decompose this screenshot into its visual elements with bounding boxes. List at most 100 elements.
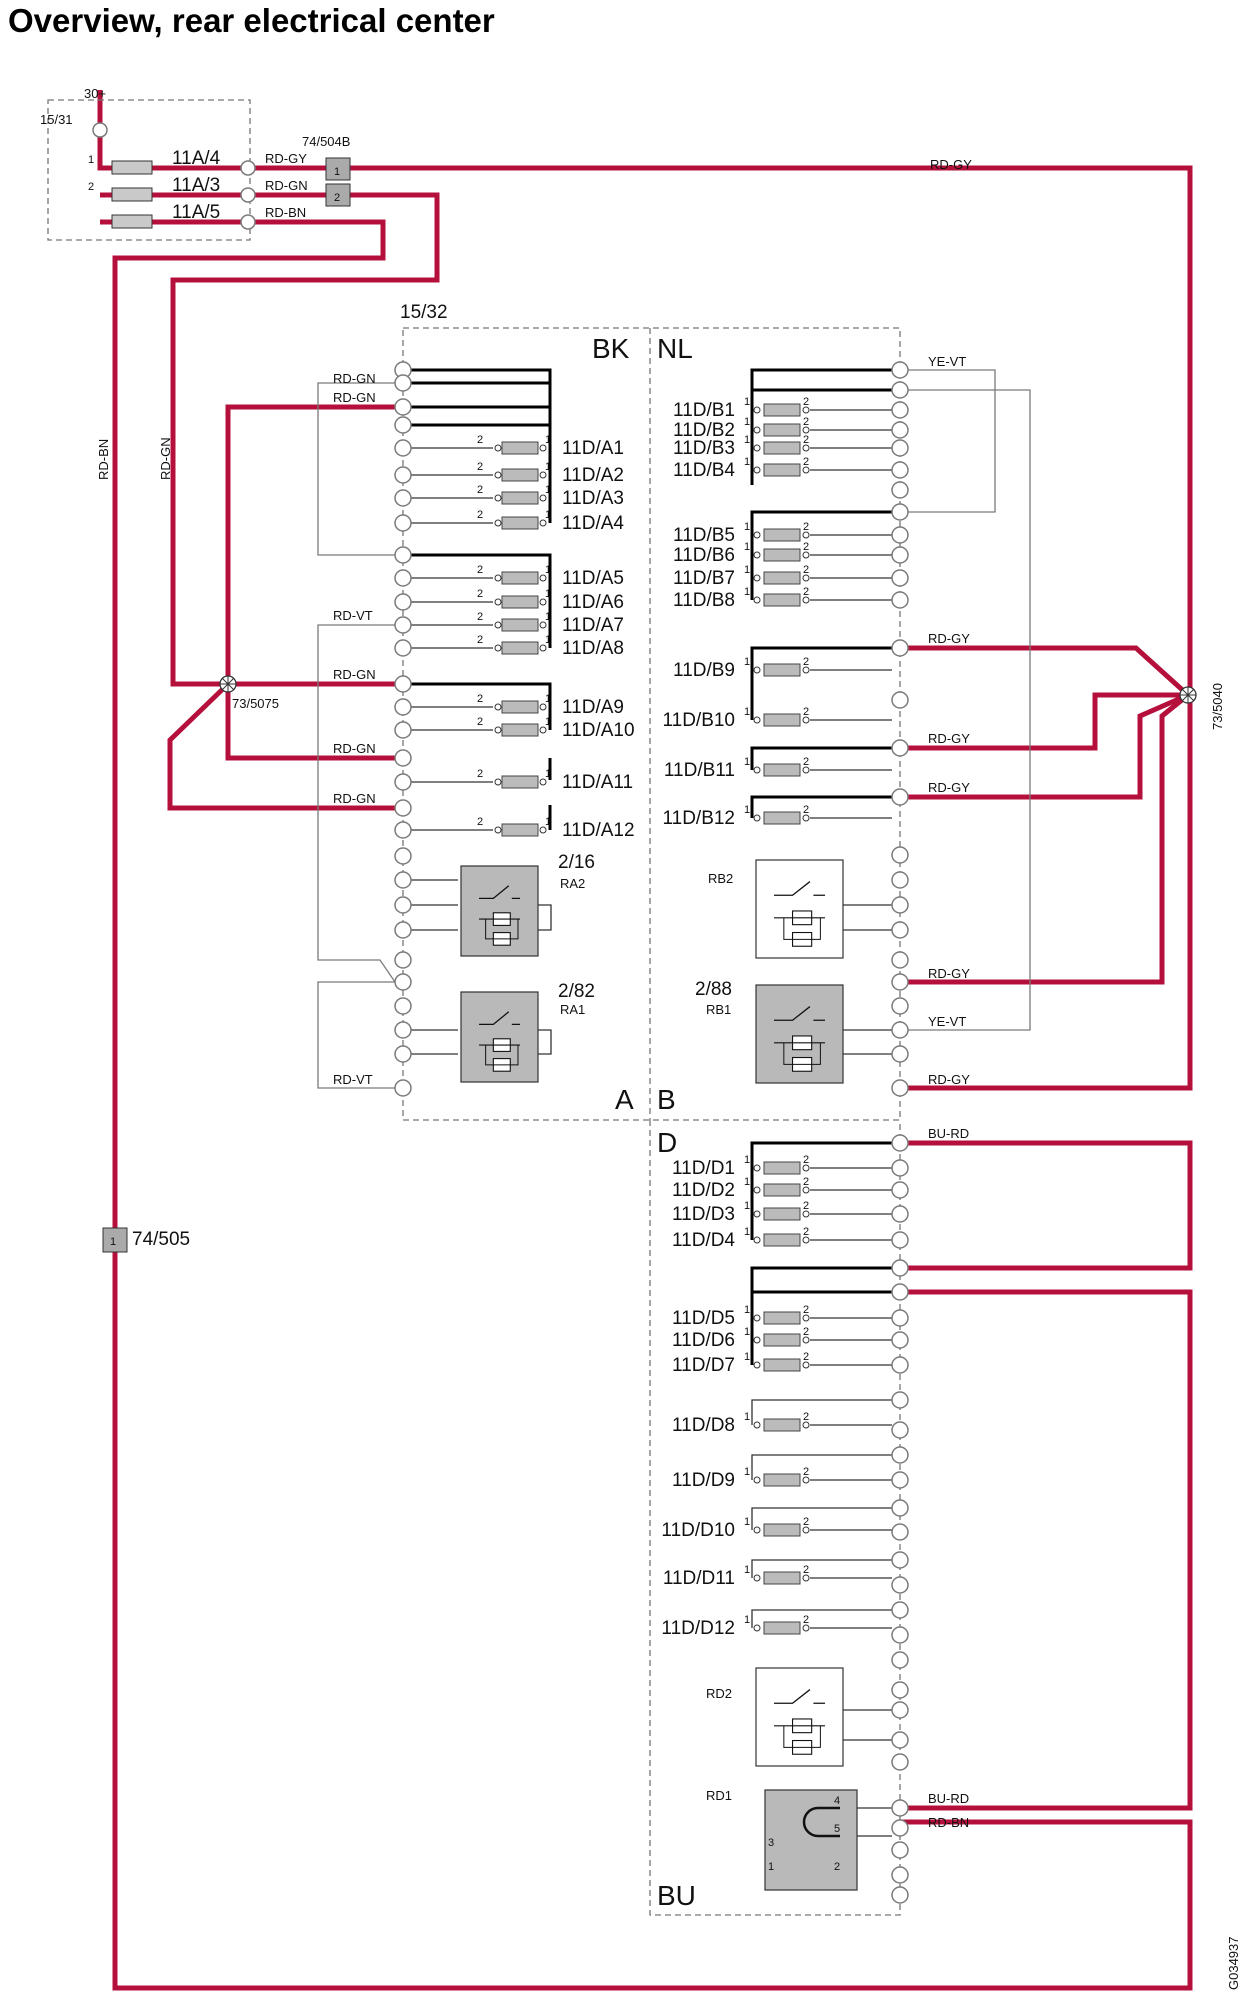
terminal xyxy=(891,1079,909,1097)
fuse-terminal xyxy=(753,1164,761,1172)
fuse-terminal xyxy=(802,1336,810,1344)
terminal xyxy=(891,591,909,609)
pin-number: 1 xyxy=(545,768,551,780)
fuse-terminal xyxy=(802,406,810,414)
fuse-label: 11D/D10 xyxy=(661,1520,735,1541)
bus-b xyxy=(750,746,892,770)
pin-number: 2 xyxy=(803,1326,809,1338)
terminal xyxy=(891,401,909,419)
terminal xyxy=(891,639,909,657)
pin-number: 1 xyxy=(545,509,551,521)
terminal xyxy=(891,1551,909,1569)
terminal xyxy=(394,466,412,484)
bus-a xyxy=(411,682,552,730)
relay-loop xyxy=(485,1045,519,1066)
page-title: Overview, rear electrical center xyxy=(8,2,495,39)
fuse-terminal xyxy=(494,644,502,652)
fuse-terminal xyxy=(802,574,810,582)
terminal xyxy=(891,1886,909,1904)
terminal xyxy=(394,821,412,839)
fuse-terminal xyxy=(802,1476,810,1484)
relay-switch xyxy=(774,1689,825,1704)
wire-rd-gn-a xyxy=(225,404,403,684)
thin-wire xyxy=(538,1029,552,1055)
fuse-terminal xyxy=(753,551,761,559)
pin-number: 2 xyxy=(477,634,483,646)
terminal xyxy=(891,1356,909,1374)
relay-code: 2/82 xyxy=(558,981,595,1002)
fuse-terminal xyxy=(802,551,810,559)
terminal xyxy=(891,997,909,1015)
fuse-terminal xyxy=(802,814,810,822)
pin-number: 2 xyxy=(477,434,483,446)
fuse-label: 11D/A7 xyxy=(562,615,624,636)
pin-number: 1 xyxy=(744,396,750,408)
terminal xyxy=(891,421,909,439)
terminal xyxy=(891,1021,909,1039)
components xyxy=(92,122,1197,1904)
terminal xyxy=(891,871,909,889)
wire-label: RD-GN xyxy=(265,178,308,193)
pin-number: 2 xyxy=(803,564,809,576)
wire-rd-gy-b9 xyxy=(900,645,1190,697)
pin-number: 2 xyxy=(803,1516,809,1528)
fuse-terminal xyxy=(494,621,502,629)
bus-d xyxy=(750,1141,892,1240)
fuse-terminal xyxy=(539,644,547,652)
fuse-label: 11D/A3 xyxy=(562,488,624,509)
fuse-terminal xyxy=(753,1476,761,1484)
terminal xyxy=(394,514,412,532)
fuse-terminal xyxy=(753,426,761,434)
wire-label: RD-GY xyxy=(928,966,970,981)
fuse-terminal xyxy=(753,1526,761,1534)
terminal xyxy=(891,739,909,757)
thin-wire xyxy=(317,981,403,1089)
pin-number: 1 xyxy=(545,816,551,828)
terminal xyxy=(891,896,909,914)
fuse-label: 11D/A8 xyxy=(562,638,624,659)
terminal xyxy=(891,1576,909,1594)
fuse-label: 11D/D4 xyxy=(672,1230,735,1251)
bus-a xyxy=(411,553,552,648)
wire-label: YE-VT xyxy=(928,354,966,369)
terminal xyxy=(394,997,412,1015)
connector-pin-2 xyxy=(325,183,351,207)
fuse-label: 11D/B4 xyxy=(673,460,735,481)
fuse-terminal xyxy=(494,726,502,734)
terminal xyxy=(891,1731,909,1749)
terminal xyxy=(891,546,909,564)
pin-number: 1 xyxy=(744,706,750,718)
fuse-element xyxy=(501,595,539,609)
wire-label: RD-GN xyxy=(333,371,376,386)
pin-number: 1 xyxy=(744,564,750,576)
terminal xyxy=(394,773,412,791)
fuse-element xyxy=(501,723,539,737)
relay-code: 2/88 xyxy=(695,979,732,1000)
splice-label: 73/5040 xyxy=(1210,683,1225,730)
wire-bu-rd-d xyxy=(900,1140,1193,1271)
pin-number: 2 xyxy=(803,396,809,408)
fuse-terminal xyxy=(753,766,761,774)
terminal xyxy=(891,846,909,864)
thin-wire xyxy=(538,904,552,931)
fuse-terminal xyxy=(539,703,547,711)
fuse-element xyxy=(763,463,801,477)
fuse-11a xyxy=(111,187,153,202)
bus-b xyxy=(750,510,892,600)
fuse-terminal xyxy=(753,444,761,452)
terminal xyxy=(891,973,909,991)
pin-number: 1 xyxy=(744,1516,750,1528)
pin-number: 1 xyxy=(744,656,750,668)
fuse-element xyxy=(763,1571,801,1585)
thin-wire xyxy=(908,369,996,513)
wire-label: RD-GY xyxy=(928,631,970,646)
fuse-terminal xyxy=(494,703,502,711)
fuse-terminal xyxy=(753,1624,761,1632)
pin-number: 2 xyxy=(803,1176,809,1188)
fuse-element xyxy=(763,1473,801,1487)
pin-number: 1 xyxy=(744,1304,750,1316)
fuse-terminal xyxy=(539,444,547,452)
terminal xyxy=(394,489,412,507)
terminal xyxy=(891,1799,909,1817)
fuse-terminal xyxy=(494,494,502,502)
